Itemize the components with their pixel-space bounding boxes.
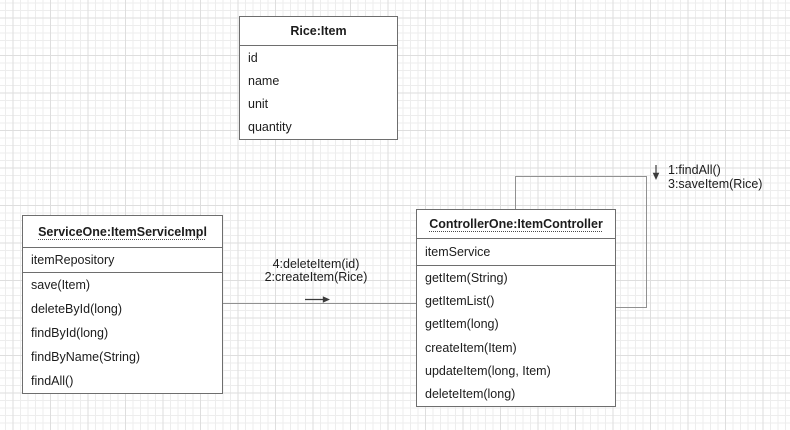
member-row: id <box>248 50 258 65</box>
message-label: 2:createItem(Rice) <box>264 270 368 284</box>
attributes-section: itemService <box>417 239 615 266</box>
member-row: unit <box>248 97 269 112</box>
member-row: getItem(String) <box>425 270 508 285</box>
member-row: name <box>248 73 280 88</box>
direction-arrow-down-icon <box>652 165 660 180</box>
member-row: quantity <box>248 120 292 135</box>
connector-label-messages-4-2[interactable]: 4:deleteItem(id) 2:createItem(Rice) <box>236 258 396 284</box>
member-row: createItem(Item) <box>425 340 517 355</box>
member-row: findAll() <box>31 374 74 388</box>
object-title: ControllerOne:ItemController <box>417 210 615 239</box>
object-title: ServiceOne:ItemServiceImpl <box>23 216 222 248</box>
member-row: deleteItem(long) <box>425 387 516 402</box>
attributes-section: itemRepository <box>23 248 222 273</box>
uml-object-serviceone[interactable]: ServiceOne:ItemServiceImpl itemRepositor… <box>22 215 223 394</box>
member-row: deleteById(long) <box>31 302 123 316</box>
member-row: getItem(long) <box>425 317 499 332</box>
member-row: findByName(String) <box>31 350 141 364</box>
member-row: getItemList() <box>425 293 495 308</box>
methods-section: getItem(String) getItemList() getItem(long… <box>417 266 615 406</box>
message-label: 4:deleteItem(id) <box>272 257 360 271</box>
connector-label-messages-1-3[interactable]: 1:findAll() 3:saveItem(Rice) <box>668 163 763 191</box>
direction-arrow-right-icon <box>305 296 330 303</box>
member-row: updateItem(long, Item) <box>425 363 551 378</box>
message-label: 1:findAll() <box>668 163 721 177</box>
member-row: itemRepository <box>31 253 115 267</box>
uml-object-controllerone[interactable]: ControllerOne:ItemController itemService… <box>416 209 616 407</box>
member-row: itemService <box>425 245 491 259</box>
object-title: Rice:Item <box>240 17 397 46</box>
uml-object-rice[interactable]: Rice:Item id name unit quantity <box>239 16 398 140</box>
member-row: save(Item) <box>31 278 91 292</box>
attributes-section: id name unit quantity <box>240 46 397 139</box>
member-row: findById(long) <box>31 326 109 340</box>
methods-section: save(Item) deleteById(long) findById(long)… <box>23 273 222 393</box>
message-label: 3:saveItem(Rice) <box>668 176 763 191</box>
